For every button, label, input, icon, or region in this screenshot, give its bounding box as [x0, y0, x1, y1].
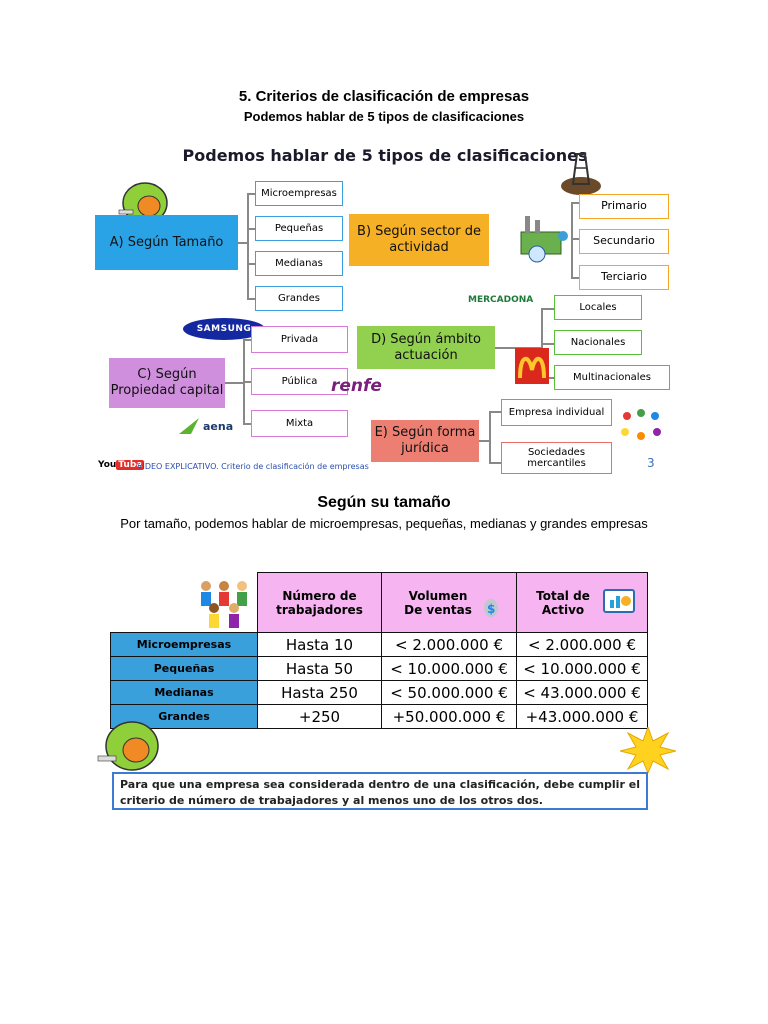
table-row: Medianas Hasta 250 < 50.000.000 € < 43.0… [111, 681, 648, 705]
table-cell: < 10.000.000 € [382, 657, 517, 681]
renfe-logo: renfe [331, 376, 382, 396]
section-paragraph: Por tamaño, podemos hablar de microempre… [0, 516, 768, 531]
sector-item-tertiary: Terciario [579, 265, 669, 290]
ownership-item-private: Privada [251, 326, 348, 353]
table-cell: +43.000.000 € [517, 705, 648, 729]
legal-form-item-individual: Empresa individual [501, 399, 612, 426]
sector-item-primary: Primario [579, 194, 669, 219]
row-label-small: Pequeñas [111, 657, 258, 681]
mercadona-logo: MERCADONA [468, 295, 533, 305]
scope-item-multinational: Multinacionales [554, 365, 670, 390]
measuring-tape-icon [96, 716, 160, 776]
scope-item-local: Locales [554, 295, 642, 320]
video-link[interactable]: VÍDEO EXPLICATIVO. Criterio de clasifica… [137, 462, 369, 471]
header-sales: Volumen De ventas $ [382, 573, 517, 633]
svg-text:$: $ [487, 602, 495, 616]
page-number: 3 [647, 456, 655, 470]
page-title: 5. Criterios de clasificación de empresa… [0, 88, 768, 105]
money-bag-icon: $ [482, 588, 500, 618]
mcdonalds-logo-icon [515, 348, 549, 384]
category-size: A) Según Tamaño [95, 215, 238, 270]
category-scope: D) Según ámbito actuación [357, 326, 495, 369]
category-ownership: C) Según Propiedad capital [109, 358, 225, 408]
youtube-logo-you: You [98, 460, 116, 470]
table-cell: +50.000.000 € [382, 705, 517, 729]
table-cell: Hasta 50 [258, 657, 382, 681]
table-cell: < 50.000.000 € [382, 681, 517, 705]
header-assets: Total de Activo [517, 573, 648, 633]
legal-form-item-corporate: Sociedades mercantiles [501, 442, 612, 474]
people-circle-icon [619, 408, 665, 444]
scope-item-national: Nacionales [554, 330, 642, 355]
size-criteria-table: Número de trabajadores Volumen De ventas… [110, 572, 648, 729]
classification-diagram: Podemos hablar de 5 tipos de clasificaci… [95, 140, 675, 480]
header-workers-label: Número de trabajadores [276, 589, 363, 617]
header-sales-label: Volumen De ventas [398, 589, 478, 617]
table-cell: Hasta 250 [258, 681, 382, 705]
size-item-small: Pequeñas [255, 216, 343, 241]
starburst-icon [620, 727, 676, 773]
table-cell: < 43.000.000 € [517, 681, 648, 705]
ownership-item-mixed: Mixta [251, 410, 348, 437]
aena-logo-icon [177, 416, 201, 436]
sector-item-secondary: Secundario [579, 229, 669, 254]
header-workers: Número de trabajadores [258, 573, 382, 633]
header-assets-label: Total de Activo [528, 589, 598, 617]
row-label-medium: Medianas [111, 681, 258, 705]
oil-rig-icon [557, 150, 607, 198]
table-cell: < 2.000.000 € [517, 633, 648, 657]
table-row: Pequeñas Hasta 50 < 10.000.000 € < 10.00… [111, 657, 648, 681]
category-sector: B) Según sector de actividad [349, 214, 489, 266]
criteria-note: Para que una empresa sea considerada den… [112, 772, 648, 810]
category-legal-form: E) Según forma jurídica [371, 420, 479, 462]
size-item-large: Grandes [255, 286, 343, 311]
table-cell: Hasta 10 [258, 633, 382, 657]
factory-icon [515, 206, 575, 264]
aena-logo: aena [203, 420, 233, 433]
table-cell: < 2.000.000 € [382, 633, 517, 657]
table-cell: +250 [258, 705, 382, 729]
table-row: Microempresas Hasta 10 < 2.000.000 € < 2… [111, 633, 648, 657]
row-label-micro: Microempresas [111, 633, 258, 657]
table-cell: < 10.000.000 € [517, 657, 648, 681]
computer-chart-icon [602, 586, 636, 620]
page-subtitle: Podemos hablar de 5 tipos de clasificaci… [0, 109, 768, 124]
size-item-medium: Medianas [255, 251, 343, 276]
size-item-micro: Microempresas [255, 181, 343, 206]
section-heading: Según su tamaño [0, 494, 768, 512]
table-row: Grandes +250 +50.000.000 € +43.000.000 € [111, 705, 648, 729]
